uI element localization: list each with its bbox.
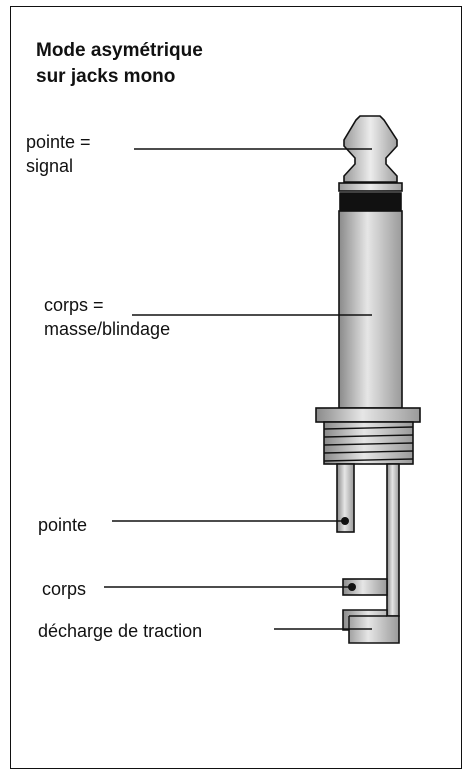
diagram-title: Mode asymétrique sur jacks mono bbox=[36, 38, 203, 90]
title-line-2: sur jacks mono bbox=[36, 66, 176, 87]
tip-terminal-label: pointe bbox=[38, 515, 88, 535]
strain-relief-label: décharge de traction bbox=[38, 621, 203, 641]
tip-label: pointe = signal bbox=[26, 130, 91, 178]
sleeve-terminal-label: corps bbox=[42, 579, 87, 599]
plug-sleeve-body bbox=[338, 210, 403, 409]
tip-terminal-lug bbox=[336, 463, 355, 533]
title-line-1: Mode asymétrique bbox=[36, 40, 203, 61]
tip-label-line-1: pointe = bbox=[26, 132, 91, 152]
sleeve-label-line-1: corps = bbox=[44, 295, 104, 315]
sleeve-label: corps = masse/blindage bbox=[44, 293, 170, 341]
black-isolation-ring bbox=[339, 192, 402, 212]
leader-lines bbox=[104, 148, 372, 630]
tip-label-line-2: signal bbox=[26, 156, 74, 176]
strain-relief-clamp bbox=[342, 609, 400, 644]
threaded-collar bbox=[315, 407, 421, 465]
sleeve-label-line-2: masse/blindage bbox=[44, 319, 171, 339]
tip-insulator-ring bbox=[338, 182, 403, 192]
